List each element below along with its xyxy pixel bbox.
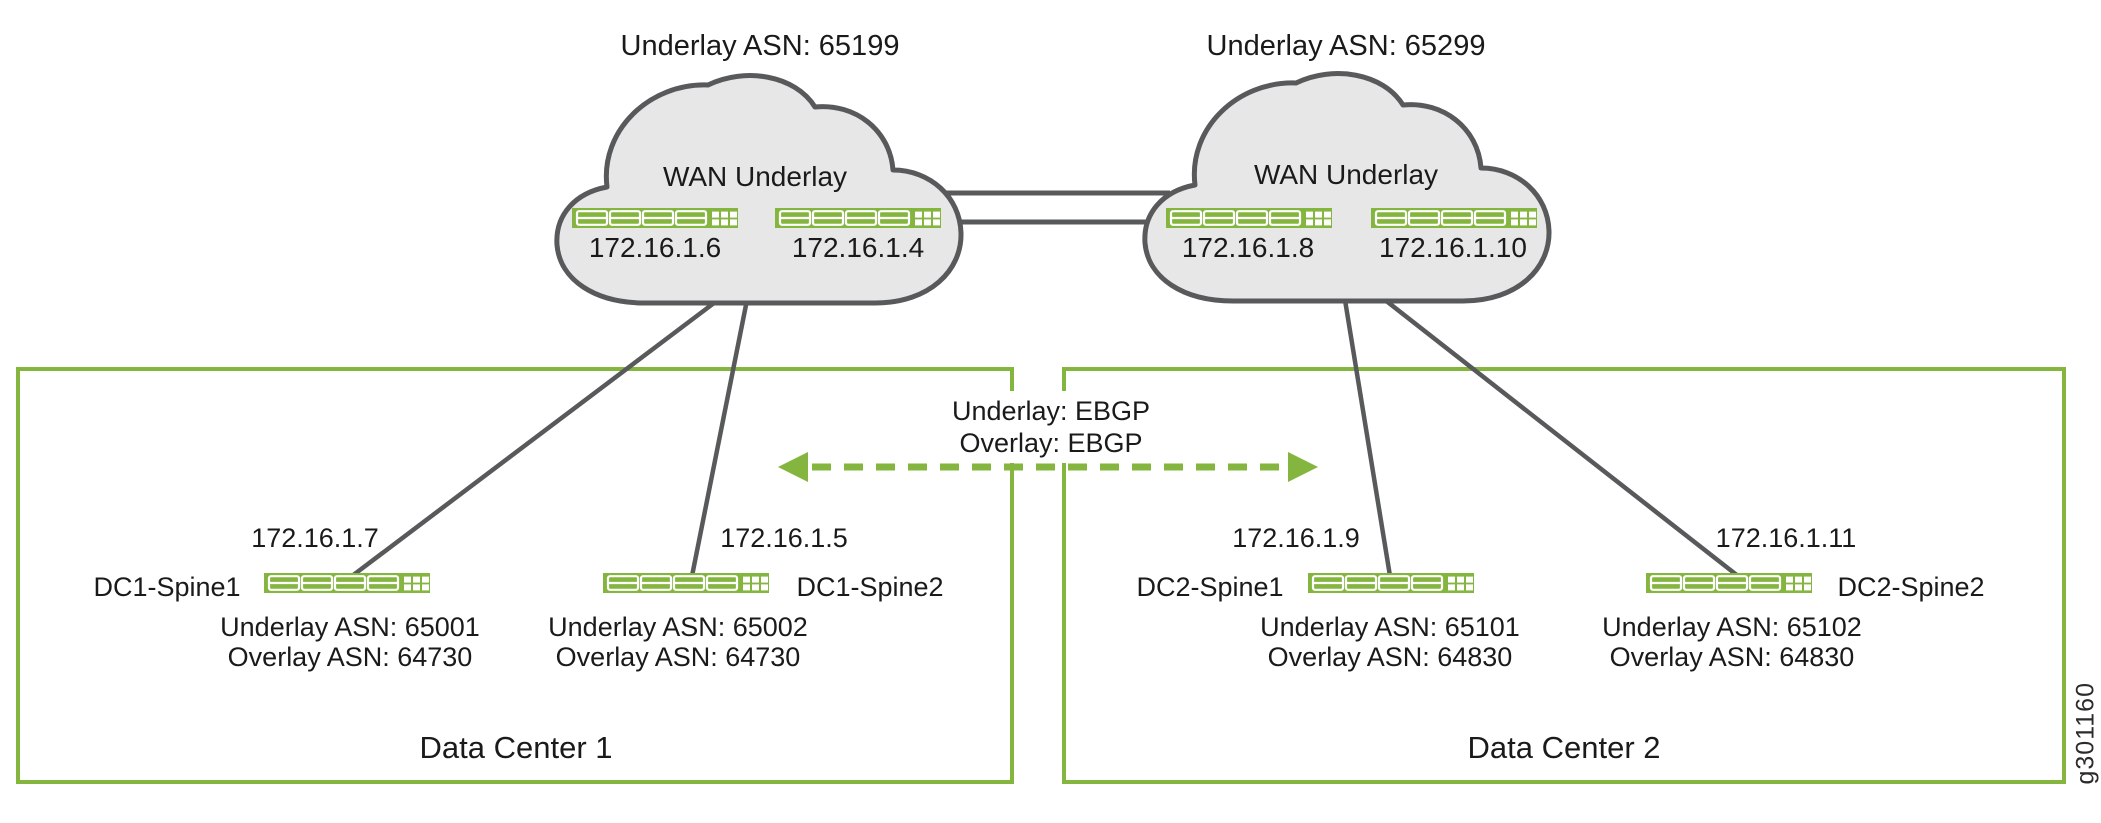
dc2-spine2-name: DC2-Spine2 [1837, 572, 1985, 602]
dc1-spine1-switch-icon [264, 573, 430, 593]
dc1-spine2-name: DC1-Spine2 [796, 572, 944, 602]
dc1-spine1-name: DC1-Spine1 [93, 572, 241, 602]
wan2-router1-icon [1166, 208, 1332, 228]
interconnect-overlay-line: Overlay: EBGP [959, 428, 1143, 458]
wan1-underlay-asn-label: Underlay ASN: 65199 [620, 30, 900, 62]
data-center-1-title: Data Center 1 [419, 730, 613, 765]
dc2-spine1-asn-block: Underlay ASN: 65101 Overlay ASN: 64830 [1260, 612, 1520, 672]
dc1-spine2-underlay-asn: Underlay ASN: 65002 [548, 612, 808, 642]
interconnect-ebgp-label: Underlay: EBGP Overlay: EBGP [939, 391, 1163, 463]
wan2-underlay-asn-label: Underlay ASN: 65299 [1206, 30, 1486, 62]
dc2-spine1-ip: 172.16.1.9 [1232, 523, 1360, 553]
wan1-router2-ip: 172.16.1.4 [791, 232, 925, 263]
wan1-router2-icon [775, 208, 941, 228]
wan2-router1-ip: 172.16.1.8 [1181, 232, 1315, 263]
wan2-name-label: WAN Underlay [1253, 159, 1439, 190]
dc2-spine1-overlay-asn: Overlay ASN: 64830 [1267, 642, 1513, 672]
dc1-spine2-ip: 172.16.1.5 [720, 523, 848, 553]
interconnect-underlay-line: Underlay: EBGP [951, 396, 1151, 426]
dc2-spine1-switch-icon [1308, 573, 1474, 593]
dc1-spine1-overlay-asn: Overlay ASN: 64730 [227, 642, 473, 672]
dc2-spine2-underlay-asn: Underlay ASN: 65102 [1602, 612, 1862, 642]
dc2-spine1-underlay-asn: Underlay ASN: 65101 [1260, 612, 1520, 642]
dc2-spine1-name: DC2-Spine1 [1136, 572, 1284, 602]
data-center-2-title: Data Center 2 [1467, 730, 1661, 765]
dc1-spine1-ip: 172.16.1.7 [251, 523, 379, 553]
figure-id-label: g301160 [2071, 682, 2100, 785]
dc2-spine2-switch-icon [1646, 573, 1812, 593]
dc1-spine2-switch-icon [603, 573, 769, 593]
wan1-router1-icon [572, 208, 738, 228]
dc2-spine2-overlay-asn: Overlay ASN: 64830 [1609, 642, 1855, 672]
dc1-spine2-overlay-asn: Overlay ASN: 64730 [555, 642, 801, 672]
wan2-router2-ip: 172.16.1.10 [1379, 232, 1527, 263]
dc2-spine2-ip: 172.16.1.11 [1715, 523, 1857, 553]
wan1-name-label: WAN Underlay [662, 161, 848, 192]
dc1-spine1-underlay-asn: Underlay ASN: 65001 [220, 612, 480, 642]
dc1-spine1-asn-block: Underlay ASN: 65001 Overlay ASN: 64730 [220, 612, 480, 672]
dc1-spine2-asn-block: Underlay ASN: 65002 Overlay ASN: 64730 [548, 612, 808, 672]
dc2-spine2-asn-block: Underlay ASN: 65102 Overlay ASN: 64830 [1602, 612, 1862, 672]
wan2-router2-icon [1371, 208, 1537, 228]
wan1-router1-ip: 172.16.1.6 [588, 232, 722, 263]
